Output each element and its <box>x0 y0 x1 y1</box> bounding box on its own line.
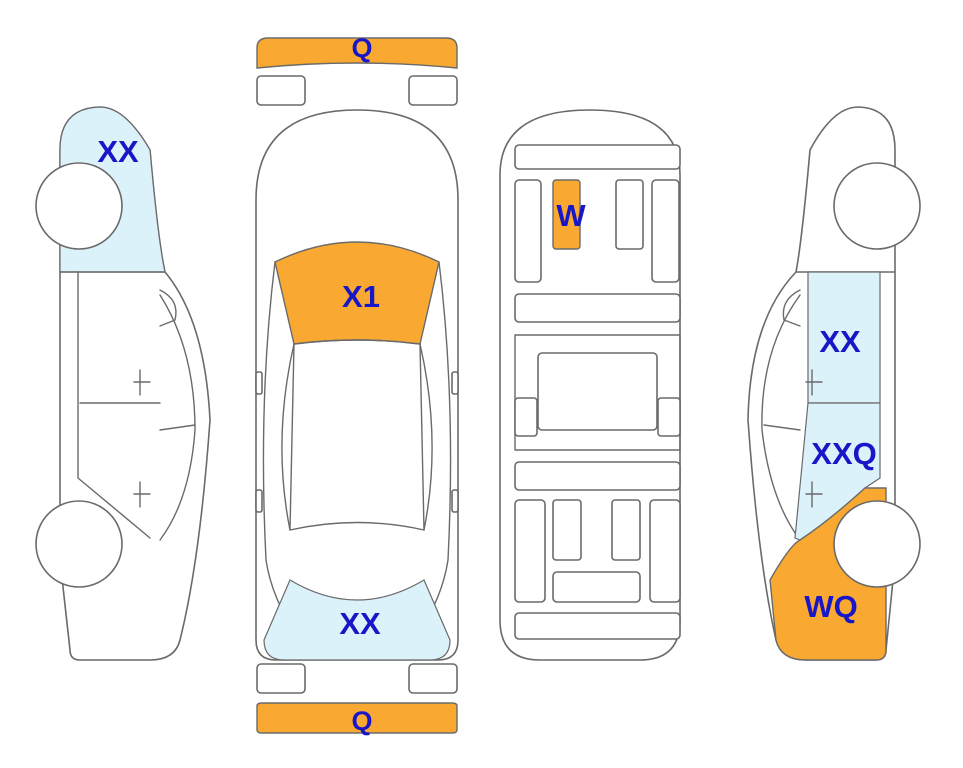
panel-rear-mid-left <box>552 499 582 561</box>
handle-left <box>255 489 263 513</box>
label-right-rear-quarter: WQ <box>804 589 857 624</box>
label-floor-seat: W <box>556 198 586 233</box>
rear-light-right <box>408 663 458 694</box>
floor-seat[interactable] <box>552 179 581 250</box>
label-front-bumper: Q <box>351 33 372 63</box>
top-view <box>255 37 459 734</box>
mirror-left <box>255 371 263 395</box>
right-pillar <box>419 343 433 531</box>
label-left-rear-glass: XX <box>97 134 139 169</box>
right-rear-wheel <box>833 500 921 588</box>
left-door-line <box>77 271 151 539</box>
right-sill <box>763 424 801 431</box>
mirror-right <box>451 371 459 395</box>
panel-side-left <box>514 397 538 437</box>
panel-front <box>514 144 681 170</box>
label-windshield: X1 <box>342 279 380 314</box>
right-front-wheel <box>833 162 921 250</box>
right-handle-2 <box>805 481 823 508</box>
top-body <box>255 109 459 661</box>
panel-front-left <box>514 179 542 283</box>
rear-window[interactable] <box>263 579 451 661</box>
left-mirror <box>159 289 177 327</box>
label-rear-window: XX <box>339 606 381 641</box>
right-handle-1 <box>805 369 823 396</box>
panel-front-right <box>651 179 680 283</box>
left-front-wheel <box>35 162 123 250</box>
label-right-rear-door: XXQ <box>811 436 876 471</box>
right-side-view <box>747 106 921 661</box>
panel-center <box>537 352 658 431</box>
damage-labels: Q Q X1 XX W XX XX XXQ WQ <box>97 33 876 736</box>
left-sill <box>159 424 196 431</box>
panel-cross-2 <box>514 461 681 491</box>
panel-center-frame <box>514 334 681 451</box>
right-door-edge <box>761 294 801 541</box>
label-rear-bumper: Q <box>351 706 372 736</box>
left-pillar <box>281 343 295 531</box>
left-handle-2 <box>133 481 151 508</box>
panel-rear-box <box>552 571 641 603</box>
handle-right <box>451 489 459 513</box>
label-right-front-door: XX <box>819 324 861 359</box>
panel-cross-1 <box>514 293 681 323</box>
left-door-edge <box>159 294 196 541</box>
left-side-view <box>35 106 211 661</box>
panel-rear-mid-right <box>611 499 641 561</box>
front-light-right <box>408 75 458 106</box>
front-bumper[interactable] <box>256 37 458 69</box>
panel-front-mid <box>615 179 644 250</box>
panel-side-right <box>657 397 681 437</box>
rear-bumper[interactable] <box>256 702 458 734</box>
panel-rear <box>514 612 681 640</box>
panel-rear-left <box>514 499 546 603</box>
underside-view <box>499 109 681 661</box>
rear-light-left <box>256 663 306 694</box>
front-light-left <box>256 75 306 106</box>
panel-rear-right <box>649 499 681 603</box>
left-handle-1 <box>133 369 151 396</box>
right-mirror <box>782 289 801 327</box>
left-rear-wheel <box>35 500 123 588</box>
